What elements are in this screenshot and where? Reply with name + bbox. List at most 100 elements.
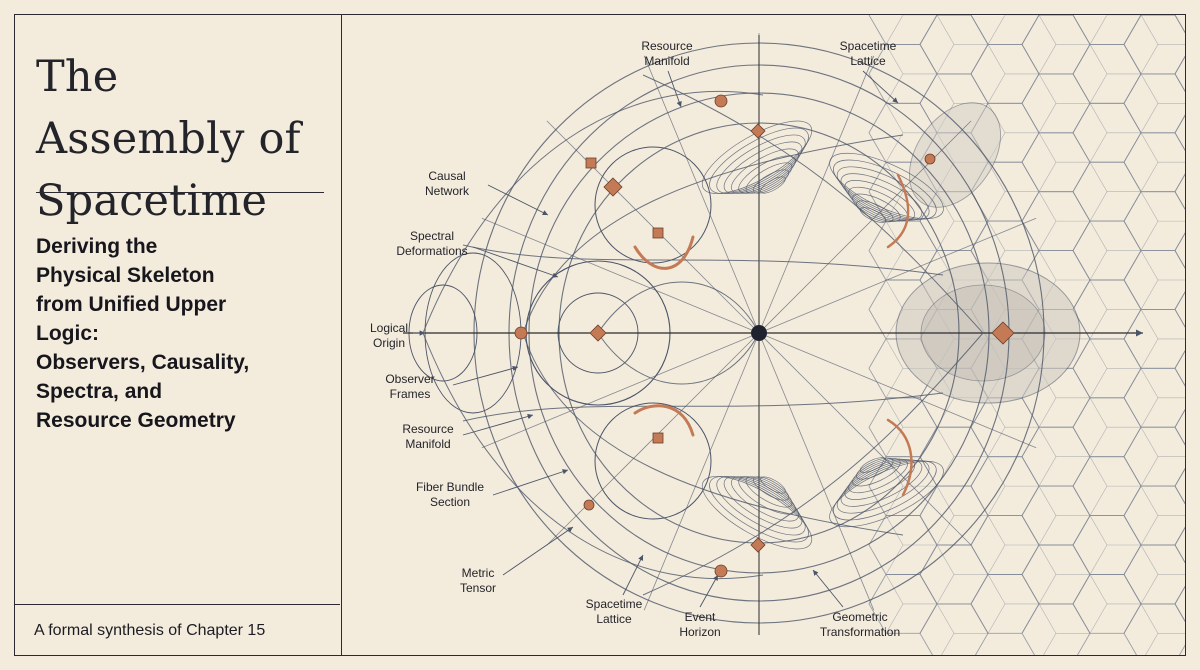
lattice-spoke — [1089, 162, 1108, 192]
lattice-spoke — [1089, 220, 1108, 251]
spectral-arc — [633, 235, 695, 270]
spacetime-diagram: Resource Manifold Spacetime Lattice Caus… — [343, 15, 1185, 655]
lattice-spoke — [1038, 250, 1057, 281]
node-dot — [714, 94, 728, 108]
lattice-spoke — [1140, 15, 1159, 45]
lattice-spoke — [987, 456, 1006, 487]
label-leader — [622, 554, 644, 596]
lattice-spoke — [885, 544, 904, 575]
label-leader — [502, 526, 574, 576]
lattice-spoke — [936, 427, 955, 457]
radial-spoke — [758, 55, 875, 334]
lattice-spoke — [1089, 544, 1108, 575]
lattice-spoke — [1140, 397, 1159, 428]
lattice-spoke — [885, 427, 904, 457]
center-node — [751, 325, 767, 341]
lattice-spoke — [885, 103, 904, 133]
lattice-spoke — [987, 574, 1006, 605]
lattice-spoke — [1038, 544, 1057, 575]
node-square — [585, 157, 597, 169]
lattice-spoke — [1089, 338, 1108, 369]
fiber-funnel — [844, 459, 916, 500]
fiber-funnel — [709, 127, 809, 194]
fiber-funnel — [716, 476, 806, 536]
fiber-funnel — [701, 120, 813, 194]
lattice-spoke — [987, 191, 1006, 222]
radial-spoke — [481, 332, 760, 449]
lattice-spoke — [1140, 250, 1159, 281]
lattice-spoke — [1089, 44, 1108, 75]
lattice-cell — [1174, 232, 1185, 269]
radial-spoke — [758, 332, 1037, 449]
radial-spoke — [758, 217, 1037, 334]
lattice-spoke — [987, 220, 1006, 251]
lattice-spoke — [1089, 250, 1108, 281]
lattice-spoke — [1140, 515, 1159, 546]
label-leader — [699, 574, 719, 608]
lattice-spoke — [1140, 162, 1159, 192]
lattice-spoke — [1038, 132, 1057, 163]
fiber-funnel — [731, 476, 799, 522]
label-spacetime-lattice-bottom: Spacetime Lattice — [585, 597, 643, 626]
radial-spoke — [643, 332, 760, 611]
lattice-cell — [1174, 409, 1185, 446]
node-dot — [924, 153, 936, 165]
lattice-spoke — [1038, 485, 1057, 516]
radial-spoke — [758, 332, 875, 611]
lattice-spoke — [1140, 456, 1159, 487]
title-divider — [36, 192, 324, 193]
label-geometric-transformation: Geometric Transformation — [819, 610, 901, 639]
radial-spoke — [643, 55, 760, 334]
lattice-spoke — [885, 162, 904, 192]
lattice-cell — [1072, 15, 1142, 45]
label-resource-manifold-top: Resource Manifold — [641, 39, 693, 68]
fiber-funnel — [833, 460, 937, 521]
lattice-spoke — [1038, 15, 1057, 45]
lattice-spoke — [1089, 132, 1108, 163]
fiber-funnel — [745, 476, 793, 508]
lattice-cell — [1021, 603, 1091, 655]
fiber-funnel — [752, 169, 790, 194]
node-square — [652, 227, 664, 239]
lattice-spoke — [1140, 338, 1159, 369]
page-subtitle: Deriving the Physical Skeleton from Unif… — [36, 235, 250, 432]
label-leader — [812, 569, 844, 608]
diagram-canvas — [403, 15, 1185, 655]
flow-curve — [597, 332, 760, 385]
lattice-spoke — [1140, 485, 1159, 516]
label-fiber-bundle-section: Fiber Bundle Section — [415, 480, 485, 509]
lattice-spoke — [987, 603, 1006, 634]
fiber-funnel — [833, 159, 937, 220]
fiber-funnel — [716, 134, 806, 194]
page-title: The Assembly of Spacetime — [36, 52, 301, 226]
flow-curve — [522, 332, 904, 536]
lattice-spoke — [1089, 427, 1108, 457]
lattice-spoke — [1038, 603, 1057, 634]
fiber-funnel — [701, 476, 813, 550]
lattice-spoke — [1089, 15, 1108, 45]
lattice-cell — [970, 15, 1040, 45]
lattice-cell — [1174, 173, 1185, 210]
lattice-spoke — [1140, 368, 1159, 398]
fiber-funnel — [844, 180, 916, 221]
lattice-spoke — [1089, 456, 1108, 487]
lattice-spoke — [885, 574, 904, 605]
lattice-spoke — [1089, 191, 1108, 222]
lattice-spoke — [885, 368, 904, 398]
lattice-spoke — [987, 544, 1006, 575]
label-causal-network: Causal Network — [424, 169, 470, 198]
lattice-cell — [1174, 467, 1185, 505]
spectral-arc — [886, 173, 910, 249]
lattice-cell — [1174, 350, 1185, 387]
lattice-spoke — [1089, 515, 1108, 546]
lattice-spoke — [987, 15, 1006, 45]
lattice-spoke — [1140, 279, 1159, 310]
node-diamond — [603, 177, 623, 197]
lattice-spoke — [1038, 456, 1057, 487]
label-leader — [462, 413, 534, 436]
lattice-spoke — [885, 397, 904, 428]
label-spectral-deformations: Spectral Deformations — [396, 229, 468, 258]
lattice-spoke — [1140, 103, 1159, 133]
node-diamond — [750, 537, 766, 553]
lattice-cell — [1174, 55, 1185, 93]
